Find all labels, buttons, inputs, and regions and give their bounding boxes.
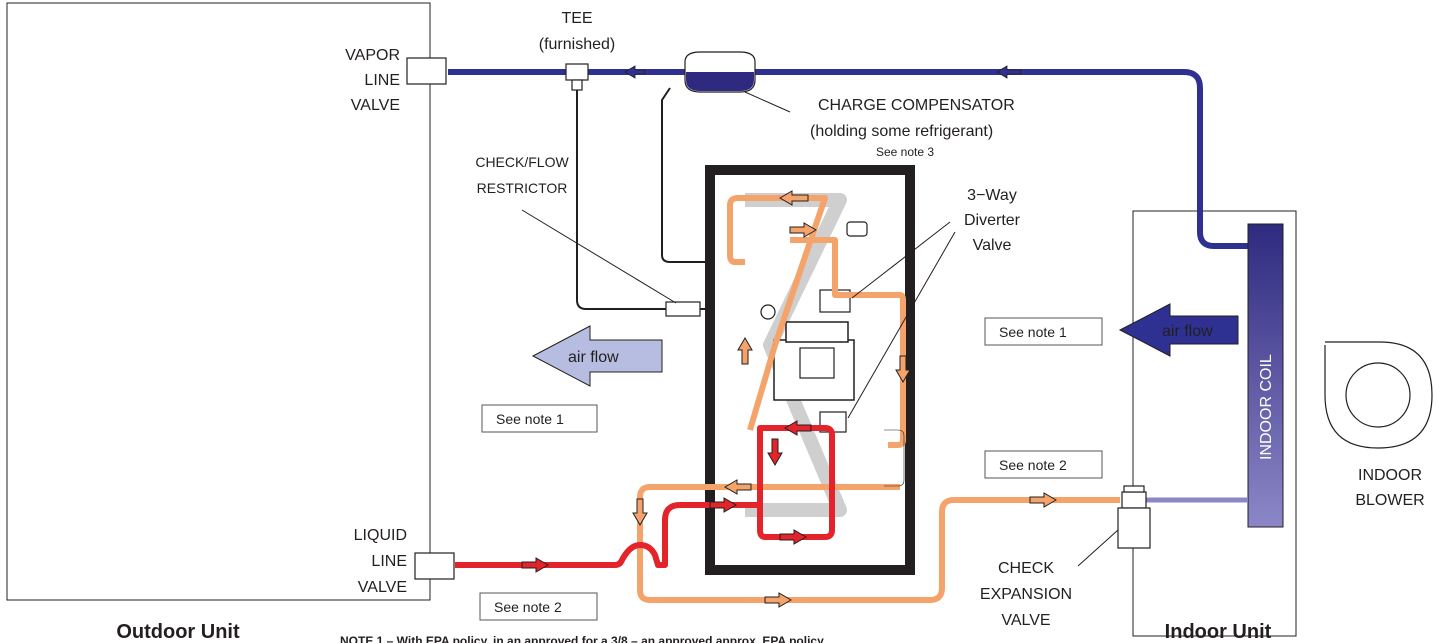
note-box-outdoor-1	[481, 404, 598, 433]
outdoor-unit-box	[6, 2, 431, 601]
note-outdoor-2: See note 2	[494, 599, 562, 615]
svg-text:TEE: TEE	[561, 10, 592, 27]
outdoor-unit-title: Outdoor Unit	[116, 621, 240, 643]
indoor-coil: INDOOR COIL	[1247, 223, 1284, 528]
svg-text:See note 3: See note 3	[876, 145, 934, 159]
svg-text:LINE: LINE	[371, 553, 407, 570]
svg-text:BLOWER: BLOWER	[1355, 492, 1424, 509]
vapor-line-valve	[406, 57, 447, 85]
liquid-line-valve	[414, 552, 455, 580]
restrictor-leader	[521, 209, 677, 304]
air-flow-arrow-indoor	[1118, 303, 1239, 357]
svg-text:Valve: Valve	[973, 237, 1012, 254]
tee-fitting	[565, 63, 589, 91]
note-indoor-2: See note 2	[999, 457, 1067, 473]
svg-text:CHECK: CHECK	[998, 560, 1054, 577]
svg-text:RESTRICTOR: RESTRICTOR	[477, 180, 568, 196]
hot-lines	[455, 425, 835, 568]
diverter-valve-label: 3−Way Diverter Valve	[847, 187, 1021, 419]
indoor-blower-label: INDOOR BLOWER	[1355, 467, 1424, 509]
air-flow-arrow-outdoor	[531, 325, 663, 387]
flow-arrow	[632, 498, 648, 526]
flow-arrow	[789, 222, 817, 238]
footer-note: NOTE 1 – With EPA policy, in an approved…	[340, 634, 824, 643]
flow-arrow	[784, 420, 812, 436]
svg-text:VALVE: VALVE	[358, 579, 407, 596]
flow-arrow	[737, 337, 753, 365]
svg-text:CHARGE COMPENSATOR: CHARGE COMPENSATOR	[818, 97, 1015, 114]
svg-text:CHECK/FLOW: CHECK/FLOW	[475, 154, 569, 170]
liquid-line-valve-label: LIQUID LINE VALVE	[354, 527, 407, 596]
check-flow-restrictor-label: CHECK/FLOW RESTRICTOR	[475, 154, 569, 196]
note-box-indoor-2	[984, 450, 1103, 479]
svg-text:(holding some refrigerant): (holding some refrigerant)	[810, 123, 993, 140]
tee-label: TEE (furnished)	[539, 10, 615, 53]
flow-arrow	[1029, 492, 1057, 508]
vapor-line-valve-label: VAPOR LINE VALVE	[345, 47, 400, 114]
vapor-arrow-1	[624, 65, 646, 79]
svg-text:VALVE: VALVE	[1001, 612, 1050, 629]
flow-arrow	[779, 190, 809, 206]
indoor-coil-label: INDOOR COIL	[1258, 354, 1275, 460]
flow-arrow	[709, 497, 737, 513]
charge-compensator	[684, 51, 791, 113]
vapor-arrow-2	[996, 65, 1022, 79]
warm-lines-outline	[884, 429, 905, 487]
indoor-unit-title: Indoor Unit	[1165, 621, 1272, 643]
note-box-outdoor-2	[479, 592, 598, 621]
flow-arrow	[764, 592, 792, 608]
note-indoor-1: See note 1	[999, 324, 1067, 340]
note-outdoor-1: See note 1	[496, 411, 564, 427]
svg-text:EXPANSION: EXPANSION	[980, 586, 1072, 603]
svg-text:Diverter: Diverter	[964, 212, 1021, 229]
svg-text:VALVE: VALVE	[351, 97, 400, 114]
air-flow-outdoor-label: air flow	[568, 349, 619, 366]
flow-arrow	[779, 529, 807, 545]
flow-arrow	[724, 479, 752, 495]
svg-text:INDOOR: INDOOR	[1358, 467, 1422, 484]
svg-text:3−Way: 3−Way	[967, 187, 1017, 204]
svg-text:LIQUID: LIQUID	[354, 527, 407, 544]
check-expansion-valve-label: CHECK EXPANSION VALVE	[980, 560, 1072, 629]
check-expansion-valve	[1077, 485, 1151, 567]
flow-arrow	[895, 355, 911, 383]
flow-arrows	[521, 190, 1057, 608]
flow-arrow	[521, 557, 549, 573]
svg-text:(furnished): (furnished)	[539, 36, 615, 53]
svg-text:LINE: LINE	[364, 72, 400, 89]
vapor-line-arrows	[624, 65, 1022, 79]
check-flow-restrictor	[665, 301, 701, 317]
svg-text:VAPOR: VAPOR	[345, 47, 400, 64]
warm-lines	[637, 195, 1120, 603]
note-box-indoor-1	[984, 317, 1103, 346]
vapor-line	[448, 69, 1248, 249]
indoor-blower-icon	[1324, 341, 1433, 449]
flow-arrow	[767, 438, 783, 466]
air-flow-indoor-label: air flow	[1162, 323, 1213, 340]
charge-compensator-label: CHARGE COMPENSATOR (holding some refrige…	[810, 97, 1015, 159]
